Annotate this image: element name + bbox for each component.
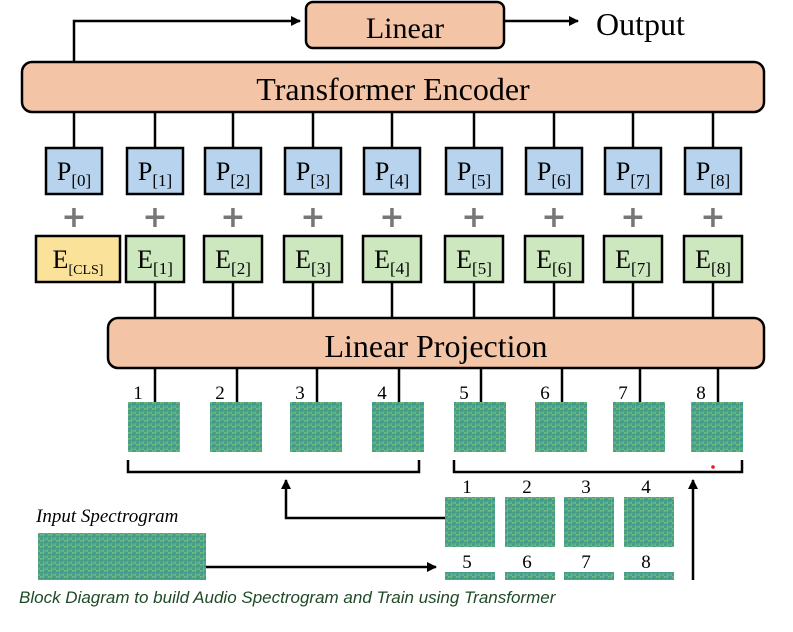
- architecture-diagram: Linear Output Transformer Encoder P[0] + E…: [20, 0, 766, 580]
- red-dot: [711, 465, 715, 469]
- position-embedding-label: P[4]: [375, 157, 409, 190]
- spectrogram-patch: [210, 402, 262, 452]
- spectrogram-patch: [454, 402, 506, 452]
- plus-sign: +: [461, 200, 486, 235]
- position-embedding-label: P[8]: [696, 157, 730, 190]
- patch-number: 6: [540, 383, 550, 404]
- patch-embedding-box: [124, 234, 186, 284]
- grid-patch: [624, 572, 674, 580]
- grid-patch: [505, 572, 555, 580]
- patch-number: 7: [618, 383, 628, 404]
- spectrogram-patch: [128, 402, 180, 452]
- grid-patch: [505, 497, 555, 547]
- patch-embedding-box: [443, 234, 505, 284]
- diagram-canvas: Linear Output Transformer Encoder P[0] + E…: [20, 0, 766, 580]
- position-embedding-label: P[0]: [57, 157, 91, 190]
- cls-to-linear-arrow: [72, 16, 301, 62]
- grid-number: 4: [641, 477, 651, 498]
- linear-projection-label: Linear Projection: [324, 328, 547, 364]
- position-embedding-label: P[2]: [216, 157, 250, 190]
- position-embedding-label: P[1]: [138, 157, 172, 190]
- grid-number: 2: [522, 477, 532, 498]
- position-embedding-box: [603, 146, 663, 196]
- patch-embedding-box: [523, 234, 585, 284]
- plus-sign: +: [541, 200, 566, 235]
- position-embedding-label: P[6]: [537, 157, 571, 190]
- patch-embedding-label: E[7]: [615, 245, 651, 278]
- patch-embedding-label: E[3]: [295, 245, 331, 278]
- position-embedding-box: [444, 146, 504, 196]
- transformer-encoder-label: Transformer Encoder: [256, 71, 530, 107]
- grid-patch: [564, 497, 614, 547]
- position-embedding-box: [44, 146, 104, 196]
- token-columns: P[0] + E[CLS] P[1] + E[1] P[2] + E[2] P[3] + E[3] P[…: [34, 112, 744, 318]
- grid-number: 6: [522, 552, 532, 573]
- grid-number: 8: [641, 552, 651, 573]
- linear-box: [304, 0, 506, 50]
- patch-embedding-box: [602, 234, 664, 284]
- plus-sign: +: [620, 200, 645, 235]
- patch-embedding-box: [282, 234, 344, 284]
- position-embedding-box: [683, 146, 743, 196]
- plus-sign: +: [61, 200, 86, 235]
- plus-sign: +: [300, 200, 325, 235]
- plus-sign: +: [220, 200, 245, 235]
- patch-number: 8: [696, 383, 706, 404]
- position-embedding-label: P[5]: [457, 157, 491, 190]
- position-embedding-label: P[7]: [616, 157, 650, 190]
- input-spectrogram-label: Input Spectrogram: [35, 506, 178, 527]
- grid-number: 3: [581, 477, 591, 498]
- right-bracket: [452, 460, 744, 474]
- spectrogram-patch: [372, 402, 424, 452]
- linear-projection-box: [106, 316, 766, 370]
- patch-number: 4: [377, 383, 387, 404]
- patch-embedding-label: E[5]: [456, 245, 492, 278]
- plus-sign: +: [700, 200, 725, 235]
- grid-patch: [445, 572, 495, 580]
- position-embedding-box: [524, 146, 584, 196]
- linear-label: Linear: [366, 12, 444, 45]
- output-label: Output: [596, 6, 685, 42]
- patch-number: 3: [295, 383, 305, 404]
- spectrogram-patch: [535, 402, 587, 452]
- grid-number: 5: [462, 552, 472, 573]
- position-embedding-box: [203, 146, 263, 196]
- patch-number: 1: [133, 383, 143, 404]
- grid-to-left-bracket-arrow: [281, 479, 445, 520]
- input-spectrogram-image: [38, 533, 206, 580]
- patch-embedding-label: E[8]: [695, 245, 731, 278]
- spectrogram-patch: [290, 402, 342, 452]
- patch-embedding-label: E[6]: [536, 245, 572, 278]
- plus-sign: +: [142, 200, 167, 235]
- patch-embedding-label: E[1]: [137, 245, 173, 278]
- position-embedding-box: [362, 146, 422, 196]
- position-embedding-label: P[3]: [296, 157, 330, 190]
- grid-patch: [624, 497, 674, 547]
- grid-patch: [445, 497, 495, 547]
- position-embedding-box: [125, 146, 185, 196]
- cls-token-box: [34, 234, 122, 284]
- figure-caption: Block Diagram to build Audio Spectrogram…: [19, 588, 556, 607]
- grid-patch: [564, 572, 614, 580]
- spectrogram-patch: [691, 402, 743, 452]
- patch-embedding-label: E[4]: [374, 245, 410, 278]
- patch-grid: 1 2 3 4 5 6 7 8: [445, 477, 674, 580]
- spectrogram-patch: [613, 402, 665, 452]
- patch-row: 1 2 3 4 5 6 7 8: [128, 368, 743, 452]
- grid-number: 7: [581, 552, 591, 573]
- left-bracket: [126, 460, 421, 474]
- position-embedding-box: [283, 146, 343, 196]
- patch-number: 5: [459, 383, 469, 404]
- cls-token-label: E[CLS]: [53, 245, 104, 278]
- grid-number: 1: [462, 477, 472, 498]
- patch-number: 2: [215, 383, 225, 404]
- patch-embedding-label: E[2]: [215, 245, 251, 278]
- plus-sign: +: [379, 200, 404, 235]
